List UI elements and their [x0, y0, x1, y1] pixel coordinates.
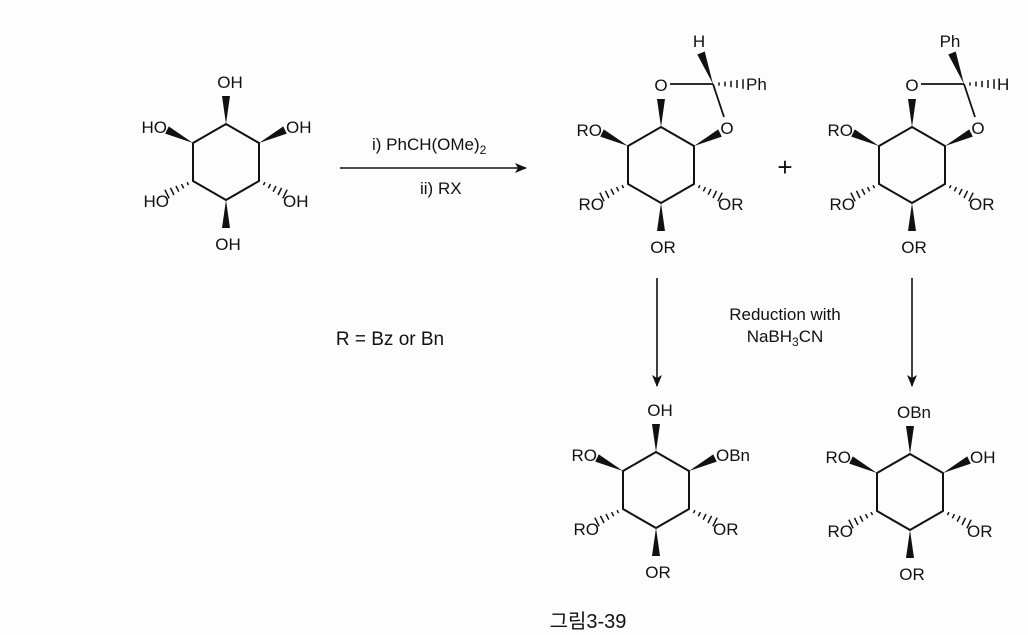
- substituent-top: O: [905, 76, 918, 95]
- substituent-bottom: OH: [215, 235, 241, 254]
- acetal-product-b: O RO O RO OR OR PhH: [828, 32, 1010, 257]
- hashed-bond-lower-left: [599, 184, 625, 202]
- wedge-bond-upper-right: [689, 454, 717, 471]
- acetal-side-group: Ph: [746, 75, 767, 94]
- substituent-lower-left: RO: [579, 195, 605, 214]
- wedge-bond-upper-left: [600, 129, 628, 146]
- substituent-bottom: OR: [901, 238, 927, 257]
- reagent-step2: ii) RX: [420, 179, 462, 198]
- hashed-bond-lower-right: [948, 184, 974, 202]
- substituent-lower-left: HO: [144, 192, 170, 211]
- acetal-bond: [712, 83, 725, 118]
- substituent-lower-right: OR: [969, 195, 995, 214]
- substituent-lower-left: RO: [828, 522, 854, 541]
- substituent-top: O: [654, 76, 667, 95]
- reduction-label: Reduction with: [729, 305, 841, 324]
- wedge-bond-upper-right: [943, 456, 971, 473]
- substituent-bottom: OR: [899, 565, 925, 584]
- substituent-lower-right: OR: [713, 520, 739, 539]
- reagent-step1: i) PhCH(OMe)2: [372, 135, 487, 157]
- substituent-upper-left: RO: [828, 121, 854, 140]
- plus-sign: +: [777, 152, 792, 182]
- substituent-lower-left: RO: [574, 520, 600, 539]
- wedge-bond-upper-left: [595, 454, 623, 471]
- reduction-reagent: NaBH3CN: [747, 327, 824, 349]
- wedge-bond-bottom: [222, 200, 230, 228]
- hashed-bond-lower-right: [697, 184, 723, 202]
- acetal-up-group: H: [693, 32, 705, 51]
- wedge-bond-upper-right: [694, 129, 722, 146]
- wedge-bond-top: [222, 96, 230, 124]
- wedge-bond-top: [908, 99, 916, 127]
- substituent-lower-left: RO: [830, 195, 856, 214]
- wedge-bond-bottom: [908, 203, 916, 231]
- acetal-up-group: Ph: [940, 32, 961, 51]
- wedge-bond-bottom: [906, 530, 914, 558]
- substituent-upper-right: OBn: [716, 446, 750, 465]
- substituent-lower-right: OH: [283, 192, 309, 211]
- substituent-bottom: OR: [645, 563, 671, 582]
- wedge-bond-upper-left: [849, 456, 877, 473]
- wedge-bond-acetal: [697, 51, 713, 84]
- cyclohexane-ring: [622, 451, 690, 529]
- wedge-bond-top: [652, 424, 660, 452]
- hashed-bond-lower-right: [262, 181, 288, 199]
- substituent-upper-left: RO: [577, 121, 603, 140]
- figure-caption: 그림3-39: [550, 610, 627, 633]
- wedge-bond-upper-left: [851, 129, 879, 146]
- wedge-bond-bottom: [657, 203, 665, 231]
- hashed-bond-acetal: [718, 79, 744, 89]
- r-group-definition: R = Bz or Bn: [336, 329, 444, 350]
- substituent-upper-left: RO: [572, 446, 598, 465]
- substituent-lower-right: OR: [967, 522, 993, 541]
- substituent-upper-left: RO: [826, 448, 852, 467]
- wedge-bond-acetal: [948, 51, 964, 84]
- substituent-top: OH: [217, 73, 243, 92]
- hashed-bond-lower-left: [850, 184, 876, 202]
- wedge-bond-top: [657, 99, 665, 127]
- acetal-product-a: O RO O RO OR OR H Ph: [577, 32, 767, 257]
- substituent-top: OBn: [897, 403, 931, 422]
- cyclohexane-ring: [878, 126, 946, 204]
- substituent-upper-right: O: [971, 119, 984, 138]
- wedge-bond-upper-left: [165, 126, 193, 143]
- substituent-upper-left: HO: [142, 118, 168, 137]
- wedge-bond-top: [906, 426, 914, 454]
- hashed-bond-lower-left: [594, 509, 620, 527]
- hashed-bond-lower-right: [946, 511, 972, 529]
- hashed-bond-lower-left: [848, 511, 874, 529]
- hashed-bond-lower-right: [692, 509, 718, 527]
- substituent-upper-right: O: [720, 119, 733, 138]
- cyclohexane-ring: [192, 123, 260, 201]
- cyclohexane-ring: [627, 126, 695, 204]
- hashed-bond-acetal: [969, 79, 995, 89]
- cyclohexane-ring: [876, 453, 944, 531]
- hashed-bond-lower-left: [164, 181, 190, 199]
- acetal-bond: [963, 83, 976, 118]
- starting-inositol: OH HO OH HO OH OH: [142, 73, 312, 254]
- wedge-bond-bottom: [652, 528, 660, 556]
- wedge-bond-upper-right: [259, 126, 287, 143]
- wedge-bond-upper-right: [945, 129, 973, 146]
- substituent-top: OH: [647, 401, 673, 420]
- substituent-bottom: OR: [650, 238, 676, 257]
- substituent-upper-right: OH: [970, 448, 996, 467]
- substituent-upper-right: OH: [286, 118, 312, 137]
- substituent-lower-right: OR: [718, 195, 744, 214]
- acetal-side-group: H: [997, 75, 1009, 94]
